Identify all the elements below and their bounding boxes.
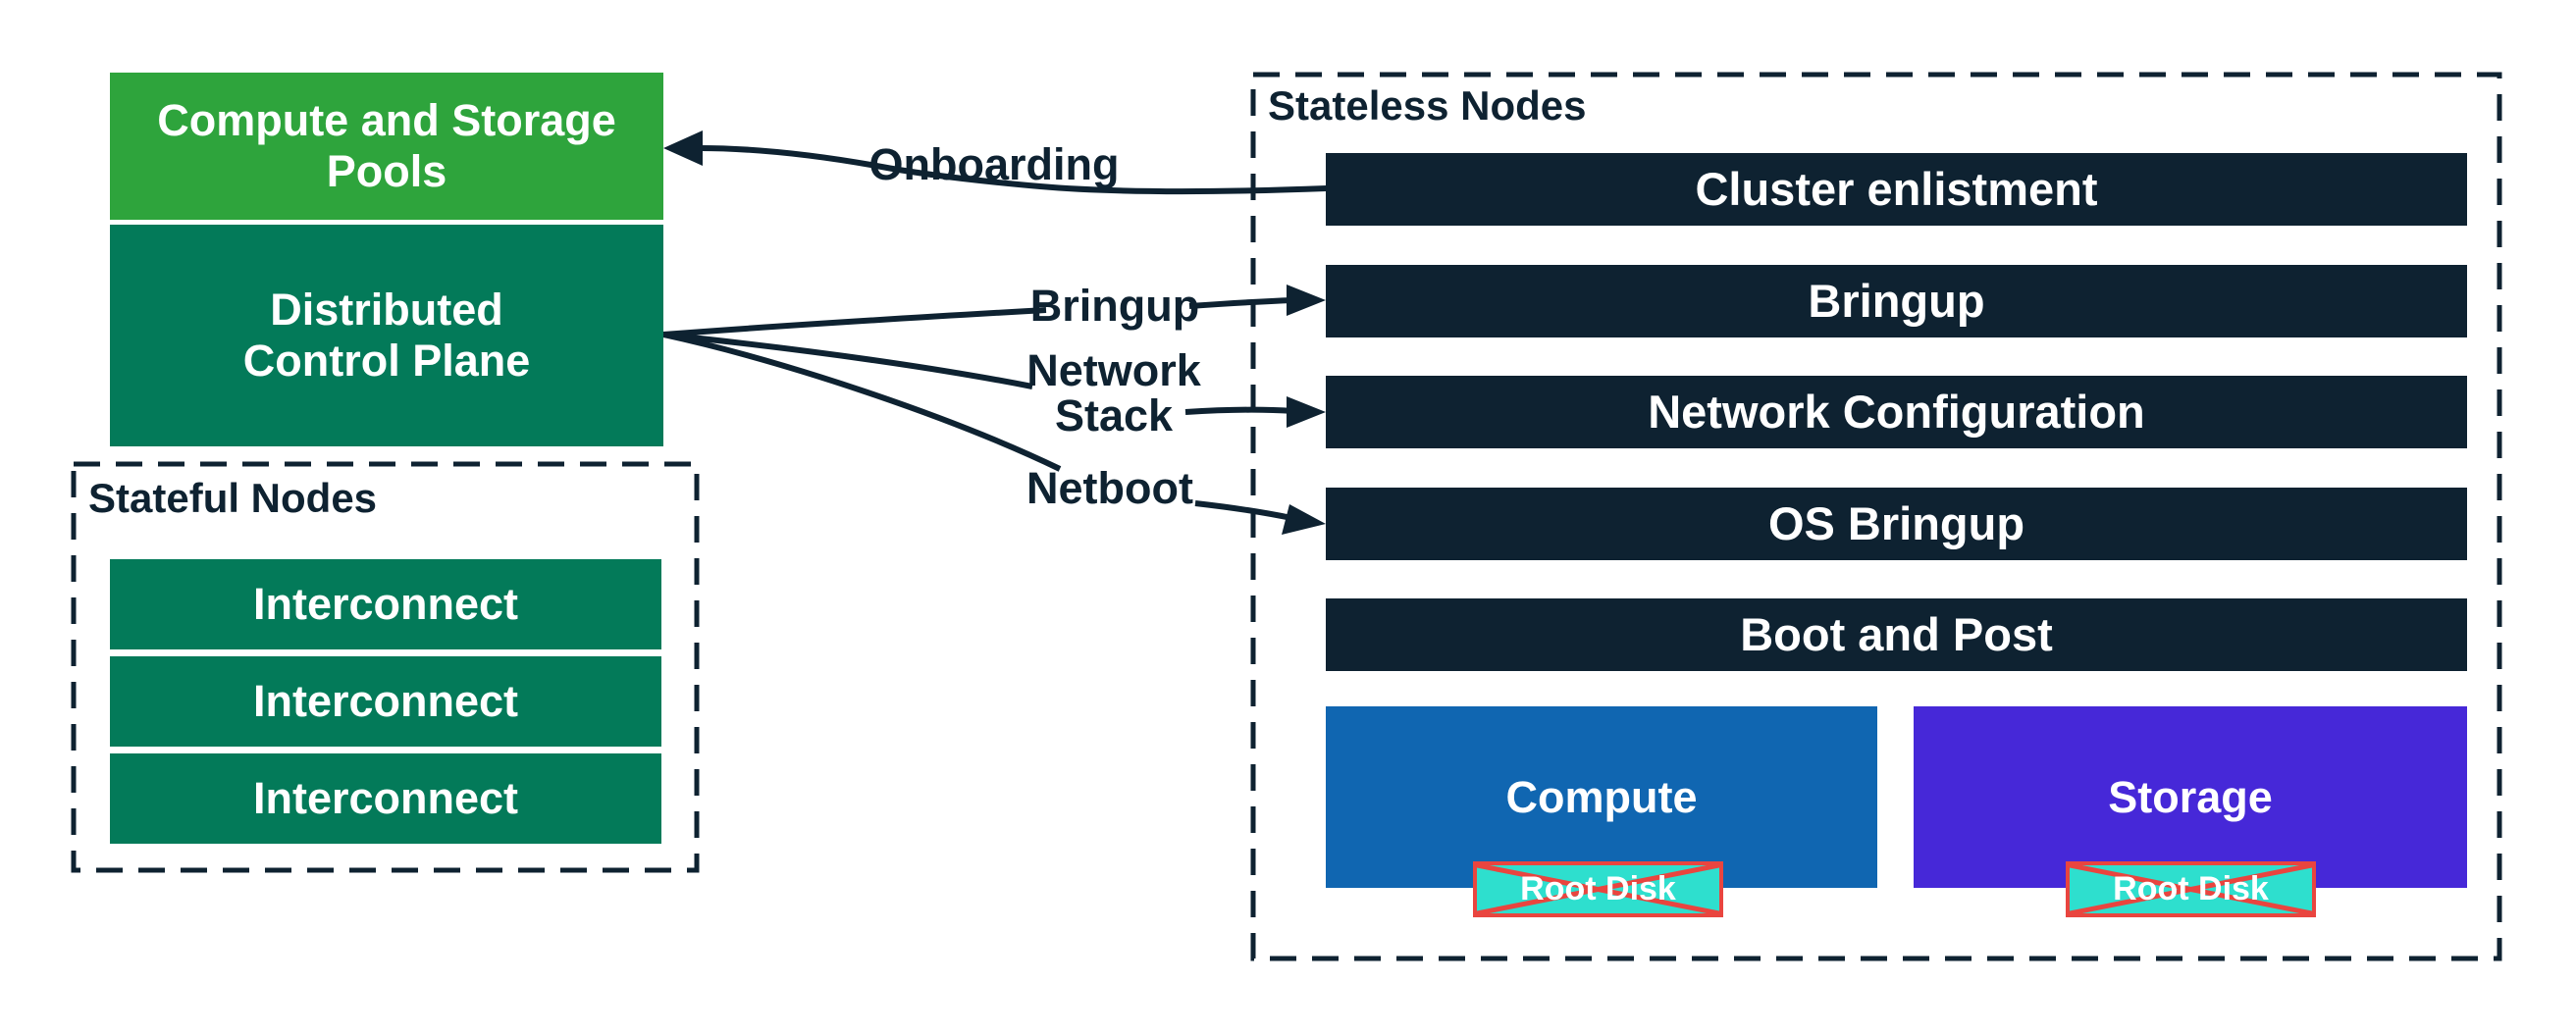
network-configuration-label: Network Configuration	[1648, 386, 2145, 438]
storage-label: Storage	[2108, 771, 2273, 822]
compute-storage-pools-box: Compute and Storage Pools	[110, 73, 663, 220]
bringup-arrow-line	[1188, 297, 1294, 309]
interconnect-box-1: Interconnect	[110, 559, 661, 649]
bringup-bar: Bringup	[1326, 265, 2467, 337]
stateful-nodes-title: Stateful Nodes	[88, 475, 378, 521]
network-stack-arrow-label-text: Network Stack	[1026, 345, 1201, 440]
os-bringup-bar: OS Bringup	[1326, 488, 2467, 560]
netboot-arrow-line	[1194, 500, 1292, 521]
network-configuration-bar: Network Configuration	[1326, 376, 2467, 448]
netboot-arrow-label: Netboot	[1026, 463, 1193, 513]
stateless-nodes-title: Stateless Nodes	[1268, 82, 1587, 129]
compute-root-disk-label: Root Disk	[1520, 870, 1676, 907]
interconnect-label-2: Interconnect	[252, 676, 519, 726]
storage-root-disk-box: Root Disk	[2066, 861, 2316, 917]
stateless-nodes-dashed-border	[1250, 72, 2502, 961]
boot-and-post-bar: Boot and Post	[1326, 598, 2467, 671]
compute-root-disk-cross-icon	[1477, 865, 1719, 913]
onboarding-line	[698, 145, 1328, 195]
bringup-fan-line	[662, 307, 1047, 337]
storage-root-disk-cross-icon	[2070, 865, 2312, 913]
onboarding-arrow-label: Onboarding	[868, 139, 1120, 189]
network-stack-fan-line	[662, 332, 1033, 389]
compute-storage-pools-label: Compute and Storage Pools	[157, 95, 616, 196]
onboarding-arrowhead	[663, 130, 703, 166]
interconnect-box-2: Interconnect	[110, 656, 661, 747]
compute-root-disk-box: Root Disk	[1473, 861, 1723, 917]
os-bringup-label: OS Bringup	[1767, 497, 2025, 549]
compute-label: Compute	[1505, 771, 1698, 822]
storage-root-disk-label: Root Disk	[2113, 870, 2269, 907]
interconnect-box-3: Interconnect	[110, 753, 661, 844]
network-stack-arrow-line	[1184, 406, 1294, 415]
distributed-control-plane-box: Distributed Control Plane	[110, 225, 663, 446]
distributed-control-plane-label: Distributed Control Plane	[242, 285, 531, 386]
storage-box: Storage	[1914, 706, 2467, 888]
network-stack-arrow-label: Network Stack	[1001, 348, 1227, 439]
network-stack-arrowhead	[1287, 396, 1326, 428]
bringup-arrowhead	[1287, 285, 1326, 316]
interconnect-label-3: Interconnect	[252, 773, 519, 823]
compute-box: Compute	[1326, 706, 1877, 888]
netboot-arrowhead	[1282, 504, 1326, 535]
cluster-enlistment-label: Cluster enlistment	[1695, 163, 2098, 215]
interconnect-label-1: Interconnect	[252, 579, 519, 629]
netboot-fan-line	[662, 332, 1062, 472]
cluster-enlistment-bar: Cluster enlistment	[1326, 153, 2467, 226]
stateful-nodes-dashed-border	[71, 461, 700, 873]
boot-and-post-label: Boot and Post	[1740, 608, 2053, 660]
bringup-arrow-label: Bringup	[1029, 281, 1200, 331]
bringup-bar-label: Bringup	[1808, 275, 1985, 327]
